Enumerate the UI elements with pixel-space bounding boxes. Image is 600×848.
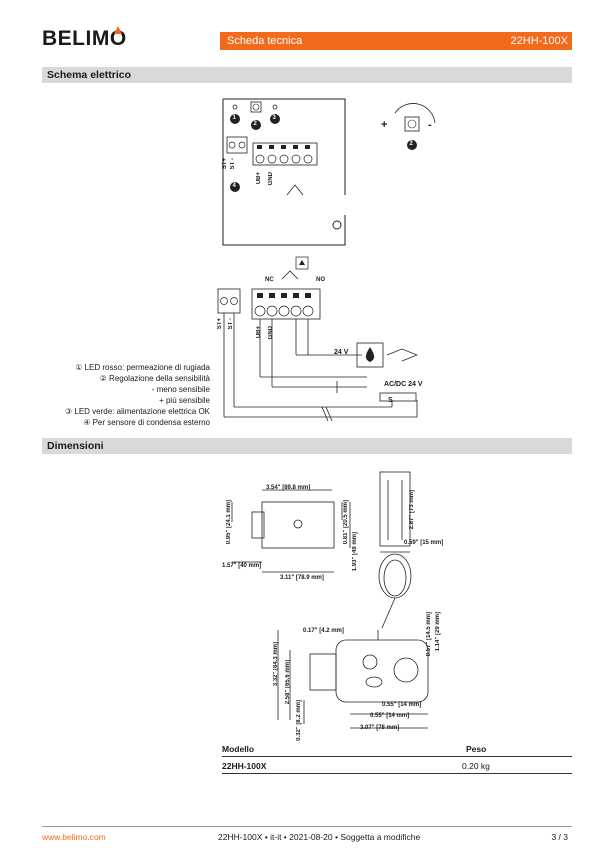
brand-logo: BELIMO [42, 27, 127, 50]
label-gnd-2: GND [268, 326, 274, 340]
dim-w3: 3.11" [78.9 mm] [280, 575, 324, 581]
section-title-wiring: Schema elettrico [47, 69, 132, 81]
dim-d9: 3.07" [78 mm] [360, 725, 400, 731]
table-cell-model: 22HH-100X [222, 761, 267, 771]
dimension-drawing-front [277, 630, 429, 729]
legend-6: ④ Per sensore di condensa esterno [83, 418, 210, 427]
probe-cable-drawing [378, 471, 412, 629]
dim-d8: 0.55" [14 mm] [370, 713, 410, 719]
legend-1: ① LED rosso: permeazione di rugiada [75, 363, 210, 372]
legend-5: ③ LED verde: alimentazione elettrica OK [64, 407, 210, 416]
dim-probe-w: 0.59" [15 mm] [404, 540, 444, 546]
header-bar [220, 32, 572, 50]
label-st-plus: ST+ [222, 158, 228, 170]
label-ub-plus: UB+ [256, 172, 262, 185]
section-bar-wiring [42, 67, 572, 83]
marker-4: 4 [232, 183, 236, 189]
dial-minus-label: - [428, 119, 432, 131]
label-st-minus-2: ST - [228, 318, 234, 330]
label-no: NO [316, 277, 325, 283]
dial-plus-label: + [381, 119, 388, 131]
marker-2: 2 [253, 121, 257, 127]
legend-4: + più sensibile [159, 396, 210, 405]
dim-w2: 1.57" [40 mm] [222, 563, 262, 569]
dim-probe-h: 2.87" [73 mm] [409, 490, 415, 530]
label-ub-plus-2: UB+ [256, 326, 262, 339]
marker-1: 1 [232, 115, 236, 121]
section-bar-dimensions [42, 438, 572, 454]
table-cell-weight: 0.20 kg [462, 761, 490, 771]
dimension-drawing-side [231, 489, 351, 573]
label-acdc-24v: AC/DC 24 V [384, 381, 423, 388]
label-st-minus: ST - [230, 158, 236, 170]
footer-url-link[interactable]: www.belimo.com [42, 832, 106, 842]
dim-d7: 0.55" [14 mm] [382, 702, 422, 708]
marker-3: 3 [272, 115, 276, 121]
table-divider [222, 756, 572, 757]
footer-doc-info: 22HH-100X • it-it • 2021-08-20 • Soggett… [218, 832, 421, 842]
dim-w1: 3.54" [89.8 mm] [266, 485, 311, 491]
section-title-dimensions: Dimensioni [47, 440, 104, 452]
dim-h2: 0.81" [20.5 mm] [343, 500, 349, 545]
dim-d2: 0.57" [14.5 mm] [426, 612, 432, 657]
label-s: S [388, 397, 393, 404]
table-divider-bottom [222, 773, 572, 774]
header-model: 22HH-100X [510, 35, 568, 47]
dim-d4: 3.32" [84.3 mm] [273, 642, 279, 687]
device-board-diagram [222, 98, 436, 246]
logo-mark-icon [114, 26, 122, 34]
table-header-weight: Peso [466, 744, 487, 754]
dim-d6: 0.32" [8.2 mm] [296, 700, 302, 741]
dim-d5: 2.58" [65.6 mm] [285, 660, 291, 705]
legend-2: ② Regolazione della sensibilità [99, 374, 210, 383]
label-24v: 24 V [334, 349, 349, 356]
label-gnd: GND [268, 172, 274, 186]
wiring-diagram [217, 256, 418, 422]
dim-h1: 0.95" [24.1 mm] [226, 500, 232, 545]
legend-3: - meno sensibile [151, 385, 210, 394]
footer-page-number: 3 / 3 [551, 832, 568, 842]
marker-2-dial: 2 [409, 141, 413, 147]
dim-d1: 0.17" [4.2 mm] [303, 628, 344, 634]
dim-d3: 1.14" [29 mm] [435, 612, 441, 652]
dim-h3: 1.93" [49 mm] [352, 532, 358, 572]
label-st-plus-2: ST+ [217, 318, 223, 330]
doc-type: Scheda tecnica [227, 35, 303, 47]
label-nc: NC [265, 277, 274, 283]
table-header-model: Modello [222, 744, 255, 754]
footer-divider [42, 826, 572, 827]
